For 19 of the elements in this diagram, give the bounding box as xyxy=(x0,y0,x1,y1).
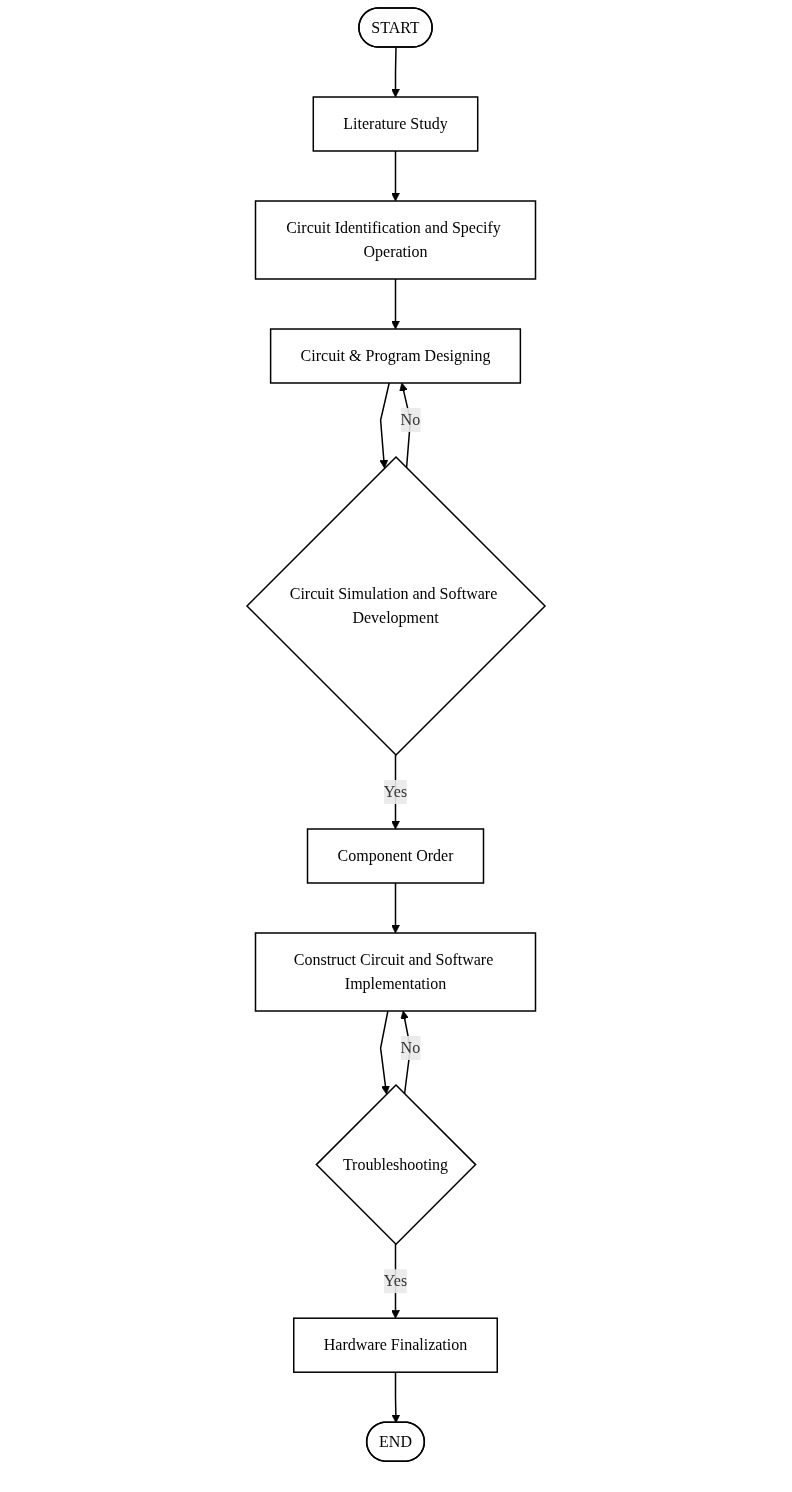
node-diamond: Troubleshooting xyxy=(315,1083,477,1246)
edge-label: No xyxy=(400,1039,421,1056)
arrow xyxy=(391,150,400,202)
node-box: Construct Circuit and Software Implementation xyxy=(254,932,537,1012)
edge-label: No xyxy=(400,411,421,428)
arrow xyxy=(379,1010,390,1095)
arrow xyxy=(391,882,400,934)
edge-label: Yes xyxy=(383,783,408,800)
arrow xyxy=(391,46,400,98)
node-diamond: Circuit Simulation and Software Development xyxy=(245,455,547,757)
arrow xyxy=(379,382,390,469)
arrow xyxy=(391,1371,401,1424)
arrow xyxy=(391,278,400,330)
node-box: Circuit & Program Designing xyxy=(269,328,522,384)
node-box: Hardware Finalization xyxy=(293,1317,498,1373)
node-box: Literature Study xyxy=(312,96,479,152)
edge-label: Yes xyxy=(383,1272,408,1290)
node-box: Circuit Identification and Specify Operation xyxy=(254,200,537,280)
node-box: Component Order xyxy=(306,828,485,884)
